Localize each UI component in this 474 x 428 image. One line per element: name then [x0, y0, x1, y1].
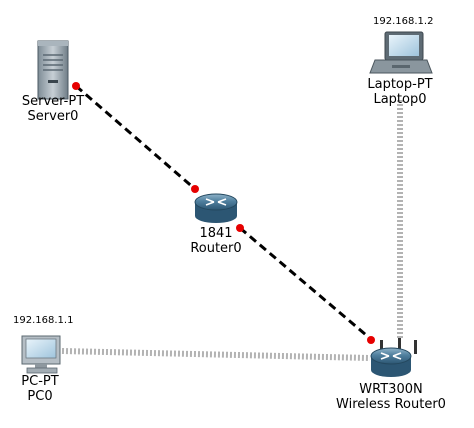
device-model: Server-PT	[21, 94, 85, 109]
device-name: Server0	[27, 109, 79, 124]
device-model: 1841	[199, 226, 233, 241]
device-ip-pc0: 192.168.1.1	[13, 315, 74, 326]
server-icon[interactable]	[37, 40, 69, 100]
device-label-laptop0: Laptop-PT Laptop0	[367, 77, 432, 107]
pc-icon[interactable]	[21, 335, 61, 374]
wireless-router-icon[interactable]	[370, 338, 417, 377]
link-server-router[interactable]	[75, 84, 196, 191]
device-name: Wireless Router0	[336, 397, 446, 412]
link-status-dot	[191, 185, 199, 193]
device-label-wireless-router0: WRT300N Wireless Router0	[336, 382, 446, 412]
link-pc-wireless[interactable]	[61, 348, 371, 361]
device-name: PC0	[27, 389, 53, 404]
device-name: Laptop0	[373, 92, 427, 107]
device-model: WRT300N	[359, 382, 423, 397]
device-name: Router0	[190, 241, 242, 256]
link-status-dot	[367, 336, 375, 344]
link-status-dot	[72, 82, 80, 90]
device-model: PC-PT	[21, 374, 59, 389]
device-label-router0: 1841 Router0	[190, 226, 241, 256]
router-icon[interactable]	[194, 193, 238, 223]
laptop-icon[interactable]	[369, 31, 433, 74]
device-label-server0: Server-PT Server0	[22, 94, 84, 124]
link-router-wireless-router[interactable]	[239, 226, 373, 342]
link-status-dot	[236, 224, 244, 232]
device-ip-laptop0: 192.168.1.2	[373, 16, 434, 27]
device-label-pc0: PC-PT PC0	[21, 374, 58, 404]
device-model: Laptop-PT	[367, 77, 433, 92]
